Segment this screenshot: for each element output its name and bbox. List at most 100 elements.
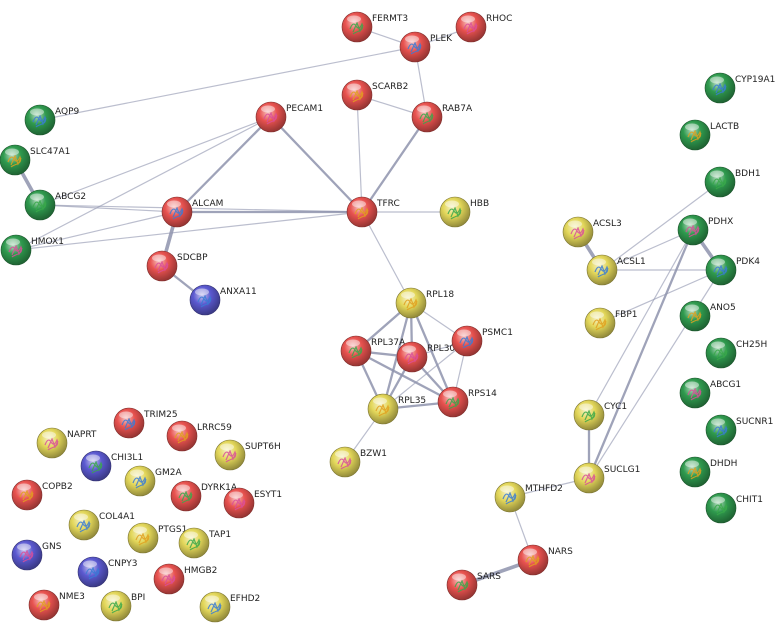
- node-fbp1[interactable]: FBP1: [584, 307, 638, 339]
- node-label: CNPY3: [108, 559, 137, 569]
- node-pdk4[interactable]: PDK4: [705, 254, 760, 286]
- node-rpl30[interactable]: RPL30: [396, 341, 455, 373]
- protein-structure-icon: [445, 396, 460, 410]
- node-cyp19a1[interactable]: CYP19A1: [704, 72, 775, 104]
- protein-structure-icon: [337, 456, 352, 470]
- protein-structure-icon: [349, 89, 364, 103]
- protein-structure-icon: [169, 206, 184, 220]
- edge-pecam1-alcam: [175, 115, 273, 214]
- node-hmgb2[interactable]: HMGB2: [153, 563, 217, 595]
- node-gns[interactable]: GNS: [11, 539, 62, 571]
- node-supt6h[interactable]: SUPT6H: [214, 439, 281, 471]
- node-label: RAB7A: [442, 104, 473, 114]
- node-rpl37a[interactable]: RPL37A: [340, 335, 406, 367]
- node-alcam[interactable]: ALCAM: [161, 196, 223, 228]
- node-label: RPL18: [426, 290, 454, 300]
- node-rab7a[interactable]: RAB7A: [411, 101, 473, 133]
- node-lactb[interactable]: LACTB: [679, 119, 739, 151]
- node-highlight: [195, 288, 209, 296]
- node-highlight: [568, 220, 582, 228]
- protein-structure-icon: [197, 294, 212, 308]
- node-cnpy3[interactable]: CNPY3: [77, 556, 137, 588]
- node-acsl1[interactable]: ACSL1: [586, 254, 646, 286]
- edge-hmox1-tfrc: [15, 211, 363, 251]
- node-suclg1[interactable]: SUCLG1: [573, 462, 640, 494]
- node-scarb2[interactable]: SCARB2: [341, 79, 408, 111]
- node-label: RPL37A: [371, 338, 406, 348]
- node-bzw1[interactable]: BZW1: [329, 446, 387, 478]
- node-dhdh[interactable]: DHDH: [679, 456, 737, 488]
- node-plek[interactable]: PLEK: [399, 31, 453, 63]
- node-tap1[interactable]: TAP1: [178, 527, 231, 559]
- node-abcg1[interactable]: ABCG1: [679, 377, 741, 409]
- node-highlight: [590, 311, 604, 319]
- protein-structure-icon: [581, 409, 596, 423]
- node-ch25h[interactable]: CH25H: [705, 337, 767, 369]
- node-chit1[interactable]: CHIT1: [705, 492, 763, 524]
- node-highlight: [401, 291, 415, 299]
- protein-structure-icon: [231, 497, 246, 511]
- node-efhd2[interactable]: EFHD2: [199, 591, 260, 623]
- node-abcg2[interactable]: ABCG2: [24, 189, 86, 221]
- node-copb2[interactable]: COPB2: [11, 479, 73, 511]
- node-sucnr1[interactable]: SUCNR1: [705, 414, 773, 446]
- node-highlight: [159, 567, 173, 575]
- node-highlight: [17, 483, 31, 491]
- node-dyrk1a[interactable]: DYRK1A: [170, 480, 238, 512]
- node-nars[interactable]: NARS: [517, 544, 573, 576]
- node-psmc1[interactable]: PSMC1: [451, 325, 513, 357]
- node-mthfd2[interactable]: MTHFD2: [494, 481, 563, 513]
- node-rhoc[interactable]: RHOC: [455, 11, 512, 43]
- node-sdcbp[interactable]: SDCBP: [146, 250, 208, 282]
- node-highlight: [710, 170, 724, 178]
- node-gm2a[interactable]: GM2A: [124, 465, 182, 497]
- node-rpl35[interactable]: RPL35: [367, 393, 426, 425]
- node-cyc1[interactable]: CYC1: [573, 399, 627, 431]
- node-label: SLC47A1: [30, 147, 70, 157]
- protein-structure-icon: [19, 489, 34, 503]
- node-label: DHDH: [710, 459, 737, 469]
- protein-structure-icon: [161, 573, 176, 587]
- node-chi3l1[interactable]: CHI3L1: [80, 450, 143, 482]
- protein-structure-icon: [404, 351, 419, 365]
- node-fermt3[interactable]: FERMT3: [341, 11, 408, 43]
- node-lrrc59[interactable]: LRRC59: [166, 420, 232, 452]
- node-highlight: [347, 83, 361, 91]
- node-bdh1[interactable]: BDH1: [704, 166, 761, 198]
- node-hbb[interactable]: HBB: [439, 196, 489, 228]
- node-label: CYC1: [604, 402, 627, 412]
- node-ptgs1[interactable]: PTGS1: [127, 522, 187, 554]
- node-rps14[interactable]: RPS14: [437, 386, 497, 418]
- node-aqp9[interactable]: AQP9: [24, 104, 80, 136]
- node-nme3[interactable]: NME3: [28, 589, 85, 621]
- node-sars[interactable]: SARS: [446, 569, 501, 601]
- node-pecam1[interactable]: PECAM1: [255, 101, 323, 133]
- node-highlight: [523, 548, 537, 556]
- node-highlight: [417, 105, 431, 113]
- node-bpi[interactable]: BPI: [100, 590, 145, 622]
- node-trim25[interactable]: TRIM25: [113, 407, 178, 439]
- edge-acsl1-bdh1: [601, 181, 721, 271]
- node-highlight: [452, 573, 466, 581]
- edge-scarb2-tfrc: [356, 94, 363, 213]
- node-naprt[interactable]: NAPRT: [36, 427, 97, 459]
- node-pdhx[interactable]: PDHX: [677, 214, 733, 246]
- node-hmox1[interactable]: HMOX1: [0, 234, 64, 266]
- node-acsl3[interactable]: ACSL3: [562, 216, 622, 248]
- protein-structure-icon: [154, 260, 169, 274]
- node-tfrc[interactable]: TFRC: [346, 196, 400, 228]
- node-rpl18[interactable]: RPL18: [395, 287, 454, 319]
- protein-structure-icon: [713, 424, 728, 438]
- node-esyt1[interactable]: ESYT1: [223, 487, 282, 519]
- protein-structure-icon: [108, 600, 123, 614]
- node-col4a1[interactable]: COL4A1: [68, 509, 135, 541]
- protein-structure-icon: [713, 347, 728, 361]
- node-label: PDHX: [708, 217, 733, 227]
- node-anxa11[interactable]: ANXA11: [189, 284, 257, 316]
- edge-hmox1-alcam: [15, 211, 178, 251]
- protein-structure-icon: [349, 21, 364, 35]
- node-highlight: [229, 491, 243, 499]
- node-ano5[interactable]: ANO5: [679, 300, 736, 332]
- node-slc47a1[interactable]: SLC47A1: [0, 144, 70, 176]
